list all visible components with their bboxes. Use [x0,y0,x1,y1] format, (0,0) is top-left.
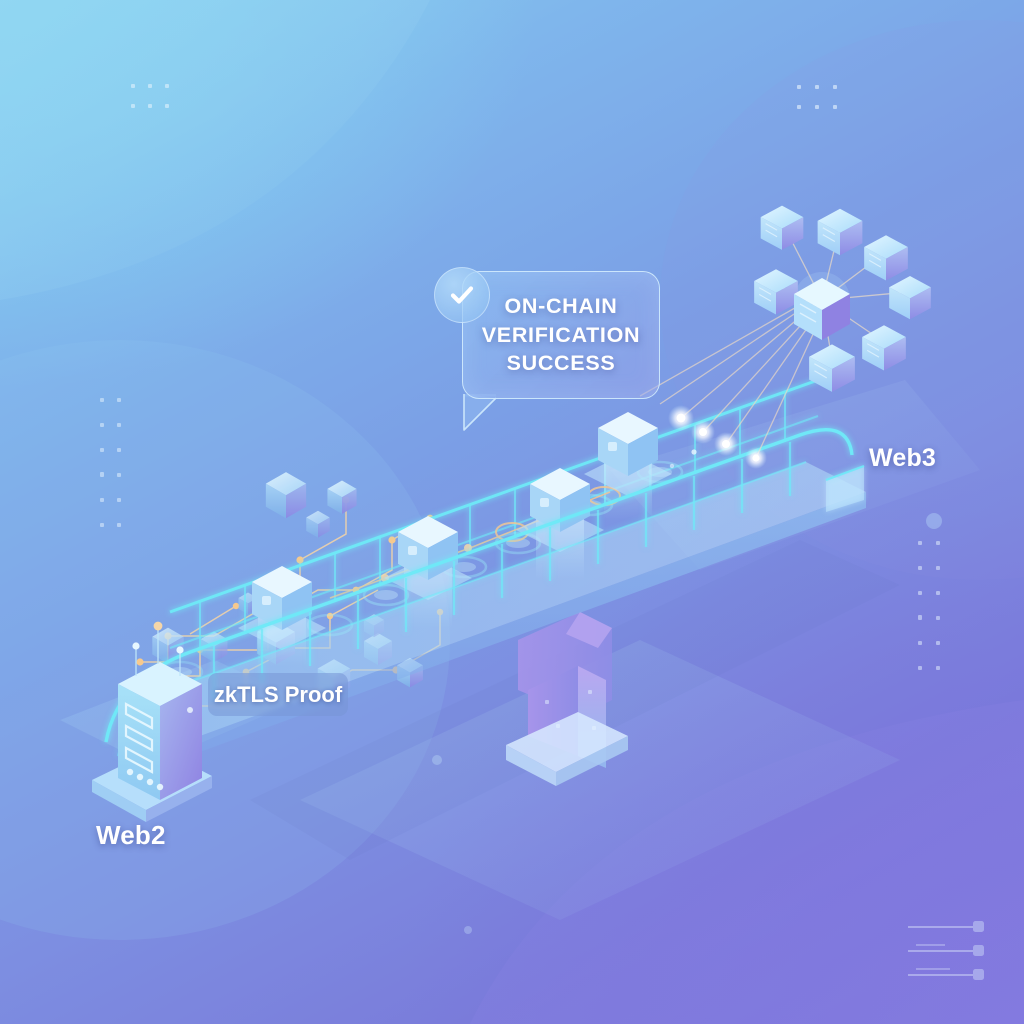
cluster-hub-node [794,278,850,340]
slider-marks [908,921,984,980]
deck-cube [584,412,672,496]
zktls-proof-chip[interactable]: zkTLS Proof [208,673,348,716]
verification-bubble: ON-CHAIN VERIFICATION SUCCESS [462,271,660,399]
bridge-pillar [506,612,628,786]
rack-slots [124,702,154,774]
web2-label: Web2 [96,820,166,850]
deck-cube [238,566,326,650]
check-icon [434,267,490,323]
tower-links [135,628,181,676]
web3-label: Web3 [869,444,937,472]
dot-grid-top-left [131,84,169,108]
bubble-tail [463,394,497,431]
decor-orb [432,755,442,765]
check-glyph [450,286,474,304]
data-particles [668,405,767,469]
dot-grid-top-right [797,85,837,109]
zktls-proof-label: zkTLS Proof [213,681,343,707]
dot-grid-left [100,398,121,527]
decor-orb [464,926,472,934]
decor-orb [926,513,942,529]
cluster-node [754,205,931,392]
dot-grid-right [918,541,940,670]
verification-message: ON-CHAIN VERIFICATION SUCCESS [481,294,641,376]
status-dots [126,768,164,791]
